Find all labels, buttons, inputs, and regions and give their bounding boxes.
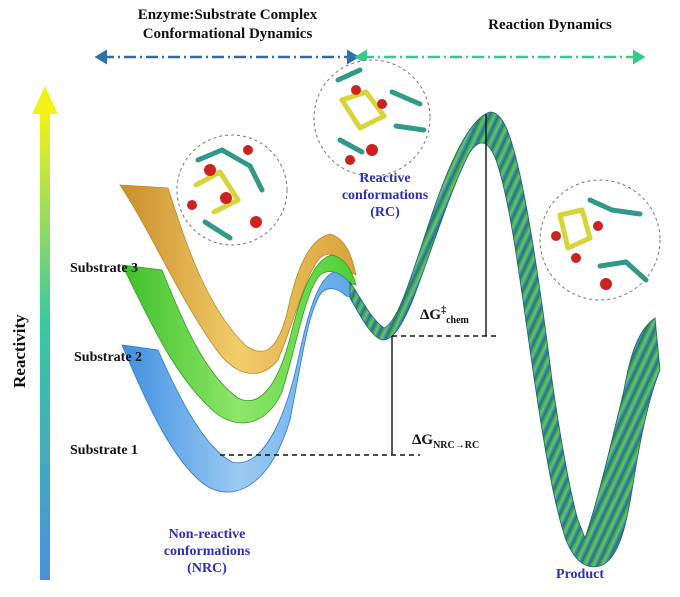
delta-g-nrc-symbol: ΔG xyxy=(412,432,434,448)
delta-g-chem-sup: ‡ xyxy=(441,305,447,316)
substrate-1-label: Substrate 1 xyxy=(70,443,139,458)
header-left-line2: Conformational Dynamics xyxy=(142,26,313,42)
delta-g-chem-label: ΔG‡chem xyxy=(420,305,469,326)
nrc-line3: (NRC) xyxy=(187,561,227,576)
substrate-3-label: Substrate 3 xyxy=(70,261,139,276)
reactivity-axis-label: Reactivity xyxy=(10,314,29,388)
nrc-line1: Non-reactive xyxy=(168,527,246,542)
delta-g-nrc-sub: NRC→RC xyxy=(433,440,480,451)
rc-line3: (RC) xyxy=(370,205,400,220)
molecule-snapshot-icon xyxy=(539,179,661,301)
delta-g-nrc-rc-label: ΔGNRC→RC xyxy=(412,432,479,451)
reactive-conformations-label: Reactive conformations (RC) xyxy=(330,170,440,221)
header-left-line1: Enzyme:Substrate Complex xyxy=(137,7,318,23)
product-label: Product xyxy=(556,567,604,582)
conformational-dynamics-header: Enzyme:Substrate Complex Conformational … xyxy=(80,6,375,44)
reaction-dynamics-header: Reaction Dynamics xyxy=(488,17,612,33)
delta-g-chem-sub: chem xyxy=(446,315,469,326)
rc-line1: Reactive xyxy=(359,171,411,186)
energy-guides xyxy=(220,114,500,456)
molecule-snapshot-icon xyxy=(313,59,431,177)
delta-g-chem-symbol: ΔG xyxy=(420,307,442,323)
reactivity-arrow xyxy=(32,86,58,580)
reaction-energy-surface xyxy=(349,111,661,568)
substrate-2-label: Substrate 2 xyxy=(74,350,143,365)
substrate-1-surface xyxy=(121,271,357,493)
nrc-line2: conformations xyxy=(163,544,251,559)
non-reactive-conformations-label: Non-reactive conformations (NRC) xyxy=(152,526,262,577)
molecule-snapshot-icon xyxy=(176,134,288,246)
rc-line2: conformations xyxy=(341,188,429,203)
